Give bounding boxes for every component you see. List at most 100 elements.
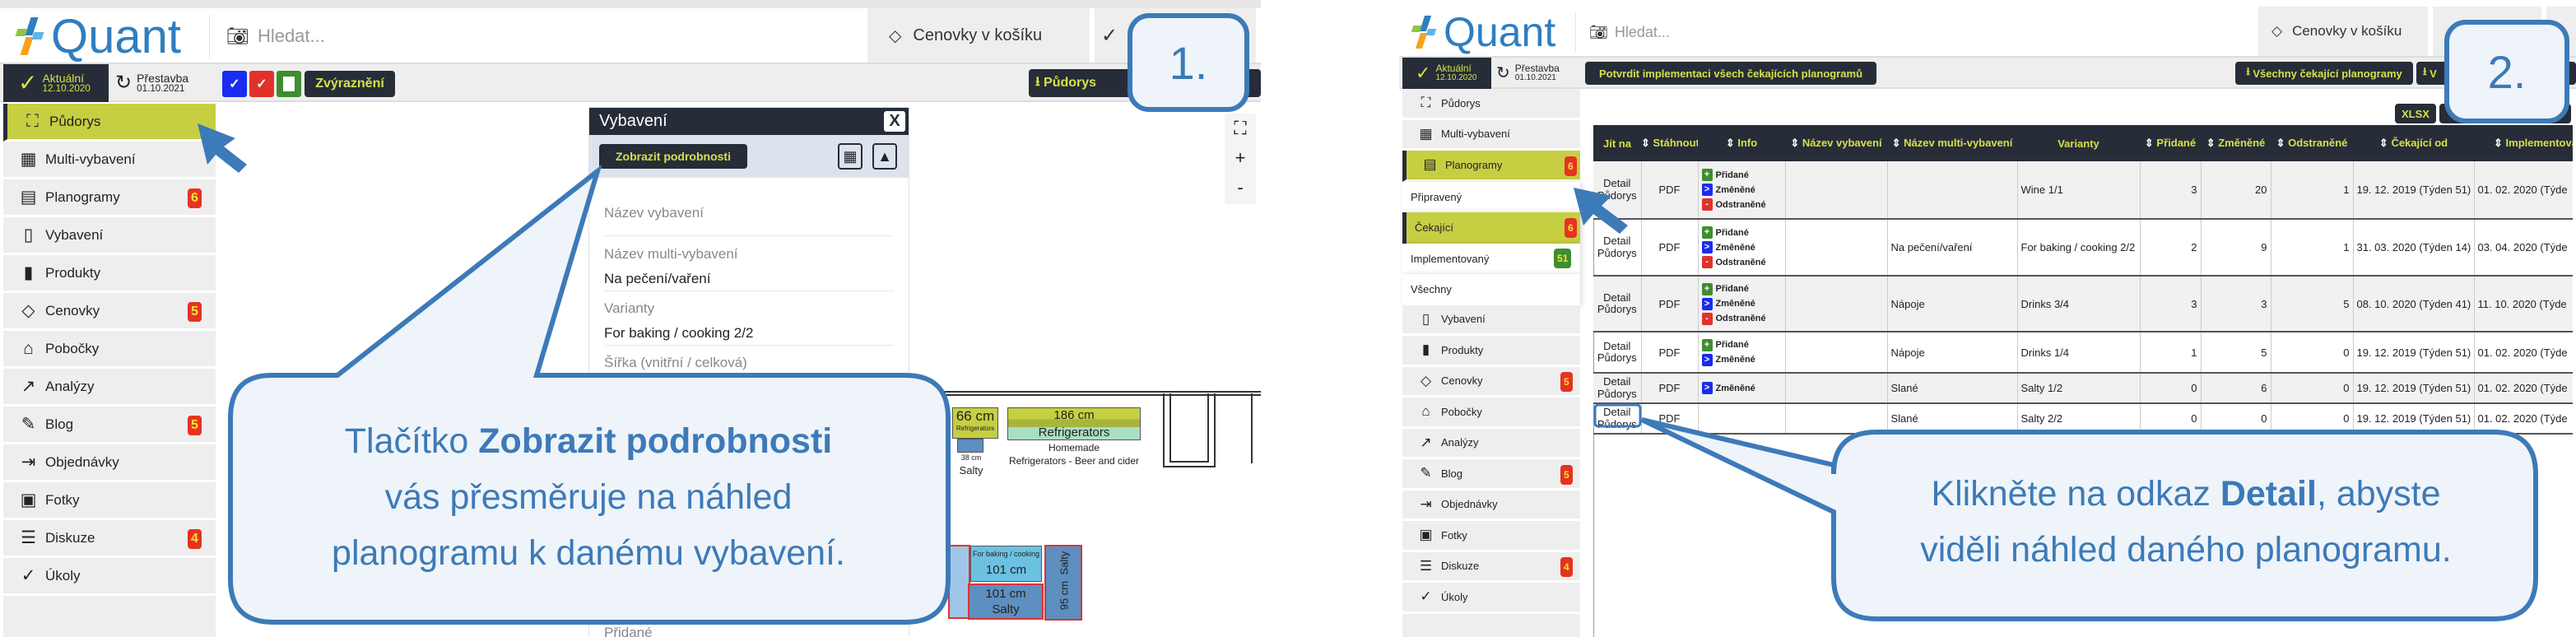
column-header-jit-na[interactable]: Jít na xyxy=(1593,125,1641,161)
column-header-odstranene[interactable]: ⇕ Odstraněné xyxy=(2271,125,2353,161)
search-input[interactable]: 📷︎ Hledat... xyxy=(209,15,835,58)
sort-icon[interactable]: ⇕ xyxy=(2378,137,2392,149)
fixture-refrigerators-66[interactable]: 66 cm Refrigerators xyxy=(952,407,998,439)
xlsx-export-button[interactable]: XLSX xyxy=(2395,104,2436,123)
info-removed[interactable]: -Odstraněné xyxy=(1701,198,1782,211)
column-header-varianty[interactable]: Varianty xyxy=(2017,125,2140,161)
sort-icon[interactable]: ⇕ xyxy=(1790,137,1802,149)
detail-link[interactable]: Detail xyxy=(1603,375,1631,388)
zoom-out-button[interactable]: - xyxy=(1237,177,1244,198)
pdf-download-link[interactable]: PDF xyxy=(1658,382,1681,394)
sort-icon[interactable]: ⇕ xyxy=(2276,137,2289,149)
green-filter-checkbox[interactable] xyxy=(277,71,301,97)
fixture-salty-95[interactable]: 95 cm Salty xyxy=(1044,545,1082,621)
show-details-button[interactable]: Zobrazit podrobnosti xyxy=(599,144,747,169)
confirm-all-pending-button[interactable]: Potvrdit implementaci všech čekajících p… xyxy=(1585,62,1876,85)
info-added[interactable]: +Přidané xyxy=(1701,169,1782,181)
search-input[interactable]: 📷︎ Hledat... xyxy=(1575,12,2151,53)
pdf-download-link[interactable]: PDF xyxy=(1658,346,1681,359)
detail-link[interactable]: Detail xyxy=(1603,235,1631,248)
column-header-stahnout[interactable]: ⇕ Stáhnout xyxy=(1641,125,1698,161)
floorplan-link[interactable]: Půdorys xyxy=(1597,387,1637,400)
column-header-implementova[interactable]: ⇕ Implementova xyxy=(2474,125,2573,161)
sidebar-item-produkty[interactable]: ▮Produkty xyxy=(1402,336,1580,367)
sort-icon[interactable]: ⇕ xyxy=(2494,137,2506,149)
column-header-cekajici-od[interactable]: ⇕ Čekající od xyxy=(2353,125,2474,161)
floorplan-link[interactable]: Půdorys xyxy=(1597,351,1637,364)
price-tags-cart-tab[interactable]: ◇ Cenovky v košíku xyxy=(867,8,1093,63)
sort-icon[interactable]: ⇕ xyxy=(2144,137,2157,149)
sidebar-item-pudorys[interactable]: ⛶Půdorys xyxy=(3,104,216,142)
logo[interactable]: Quant xyxy=(1411,8,1555,56)
column-header-nazev-multi-vybaveni[interactable]: ⇕ Název multi-vybavení xyxy=(1887,125,2017,161)
sidebar-item-objednavky[interactable]: ⇥Objednávky xyxy=(3,444,216,482)
info-added[interactable]: +Přidané xyxy=(1701,282,1782,295)
sidebar-item-produkty[interactable]: ▮Produkty xyxy=(3,255,216,293)
price-tags-cart-tab[interactable]: ◇ Cenovky v košíku xyxy=(2258,7,2431,56)
info-changed[interactable]: >Změněné xyxy=(1701,241,1782,253)
sidebar-item-multi-vybaveni[interactable]: ▦Multi-vybavení xyxy=(1402,119,1580,151)
info-changed[interactable]: >Změněné xyxy=(1701,297,1782,310)
fixture-salty-38[interactable] xyxy=(957,439,983,453)
sort-icon[interactable]: ⇕ xyxy=(1891,137,1904,149)
sidebar-item-pobocky[interactable]: ⌂Pobočky xyxy=(1402,398,1580,429)
detail-link[interactable]: Detail xyxy=(1603,339,1631,352)
fixture-partial[interactable] xyxy=(948,545,970,619)
sidebar-item-pudorys[interactable]: ⛶Půdorys xyxy=(1402,89,1580,120)
sidebar-item-ukoly[interactable]: ✓Úkoly xyxy=(3,558,216,596)
pdf-download-link[interactable]: PDF xyxy=(1658,412,1681,425)
column-header-zmenene[interactable]: ⇕ Změněné xyxy=(2201,125,2271,161)
floorplan-link[interactable]: Půdorys xyxy=(1597,303,1637,315)
sidebar-item-vsechny[interactable]: Všechny xyxy=(1402,274,1580,305)
info-changed[interactable]: >Změněné xyxy=(1701,184,1782,196)
info-changed[interactable]: >Změněné xyxy=(1701,382,1782,394)
red-filter-checkbox[interactable]: ✓ xyxy=(249,71,274,97)
sidebar-item-pobocky[interactable]: ⌂Pobočky xyxy=(3,331,216,369)
floorplan-link[interactable]: Půdorys xyxy=(1597,246,1637,259)
blue-filter-checkbox[interactable]: ✓ xyxy=(222,71,247,97)
fixture-salty-101[interactable]: 101 cm Salty xyxy=(968,584,1044,620)
sort-icon[interactable]: ⇕ xyxy=(1641,137,1653,149)
sidebar-item-fotky[interactable]: ▣Fotky xyxy=(3,482,216,520)
fit-screen-icon[interactable]: ⛶ xyxy=(1234,118,1247,138)
sidebar-item-ukoly[interactable]: ✓Úkoly xyxy=(1402,583,1580,614)
zoom-in-button[interactable]: + xyxy=(1235,147,1246,168)
camera-icon[interactable]: 📷︎ xyxy=(226,26,249,46)
fixture-baking-cooking[interactable]: For baking / cooking 101 cm xyxy=(970,546,1042,582)
camera-icon[interactable]: 📷︎ xyxy=(1589,23,1608,40)
pdf-download-link[interactable]: PDF xyxy=(1658,241,1681,253)
detail-link[interactable]: Detail xyxy=(1603,406,1631,419)
info-changed[interactable]: >Změněné xyxy=(1701,353,1782,366)
highlight-button[interactable]: Zvýraznění xyxy=(305,71,395,97)
sort-icon[interactable]: ⇕ xyxy=(1725,137,1738,149)
sidebar-item-vybaveni[interactable]: ▯Vybavení xyxy=(1402,305,1580,336)
image-icon[interactable]: ▲ xyxy=(872,143,897,170)
download-all-pending-button[interactable]: ⭳ Všechny čekající planogramy xyxy=(2235,62,2413,85)
sidebar-item-fotky[interactable]: ▣Fotky xyxy=(1402,521,1580,552)
pdf-download-link[interactable]: PDF xyxy=(1658,297,1681,310)
info-added[interactable]: +Přidané xyxy=(1701,338,1782,351)
pdf-download-link[interactable]: PDF xyxy=(1658,184,1681,196)
fixture-refrigerators-186[interactable]: 186 cm Refrigerators xyxy=(1007,407,1141,440)
sidebar-item-pripraveny[interactable]: Připravený xyxy=(1402,181,1580,212)
sidebar-item-analyzy[interactable]: ↗Analýzy xyxy=(3,369,216,407)
sidebar-item-analyzy[interactable]: ↗Analýzy xyxy=(1402,428,1580,459)
info-removed[interactable]: -Odstraněné xyxy=(1701,256,1782,268)
detail-link[interactable]: Detail xyxy=(1603,177,1631,190)
detail-link[interactable]: Detail xyxy=(1603,291,1631,304)
close-button[interactable]: X xyxy=(884,111,905,132)
info-removed[interactable]: -Odstraněné xyxy=(1701,312,1782,325)
